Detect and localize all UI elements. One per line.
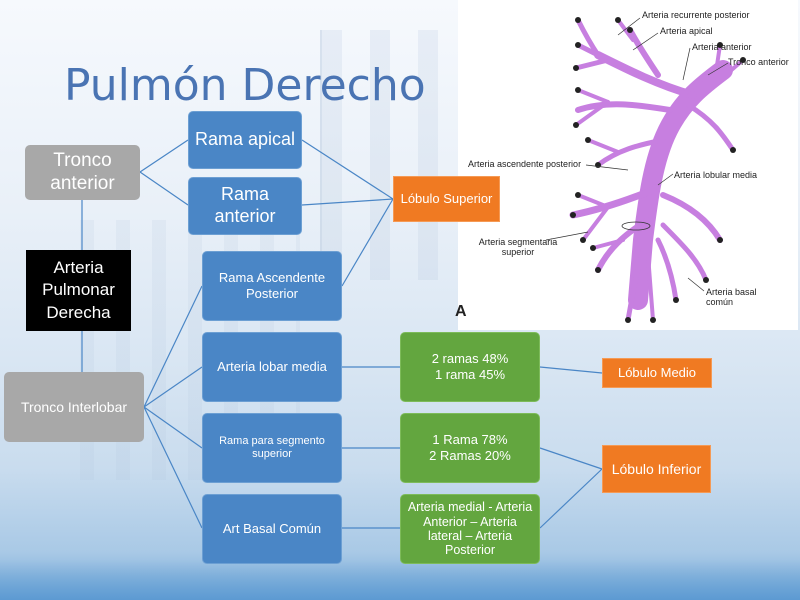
label-basal: Arteria basal común (706, 287, 757, 307)
node-arteria-lobar-media: Arteria lobar media (202, 332, 342, 402)
label-tronco-anterior: Tronco anterior (728, 57, 789, 67)
node-lobulo-medio: Lóbulo Medio (602, 358, 712, 388)
node-arteria-pulmonar-derecha: Arteria Pulmonar Derecha (26, 250, 131, 331)
artery-drawing (545, 17, 746, 323)
node-rama-apical: Rama apical (188, 111, 302, 169)
label-segmentaria: Arteria segmentaria superior (478, 237, 558, 257)
label-anterior: Arteria anterior (692, 42, 752, 52)
node-rama-anterior: Rama anterior (188, 177, 302, 235)
label-ascendente: Arteria ascendente posterior (468, 159, 582, 169)
node-tronco-anterior: Tronco anterior (25, 145, 140, 200)
node-lobulo-superior: Lóbulo Superior (393, 176, 500, 222)
node-arterias-basales: Arteria medial - Arteria Anterior – Arte… (400, 494, 540, 564)
label-recurrente: Arteria recurrente posterior (642, 10, 750, 20)
bottom-gradient (0, 560, 800, 600)
node-ramas-lobar-media: 2 ramas 48% 1 rama 45% (400, 332, 540, 402)
figure-letter: A (455, 303, 467, 320)
node-ramas-segmento-superior: 1 Rama 78% 2 Ramas 20% (400, 413, 540, 483)
node-rama-segmento-superior: Rama para segmento superior (202, 413, 342, 483)
pulmonary-artery-illustration: Arteria recurrente posterior Arteria api… (458, 0, 798, 330)
page-title: Pulmón Derecho (64, 60, 426, 111)
node-tronco-interlobar: Tronco Interlobar (4, 372, 144, 442)
label-apical: Arteria apical (660, 26, 713, 36)
node-art-basal-comun: Art Basal Común (202, 494, 342, 564)
node-rama-ascendente-posterior: Rama Ascendente Posterior (202, 251, 342, 321)
node-lobulo-inferior: Lóbulo Inferior (602, 445, 711, 493)
label-lobular-media: Arteria lobular media (674, 170, 758, 180)
